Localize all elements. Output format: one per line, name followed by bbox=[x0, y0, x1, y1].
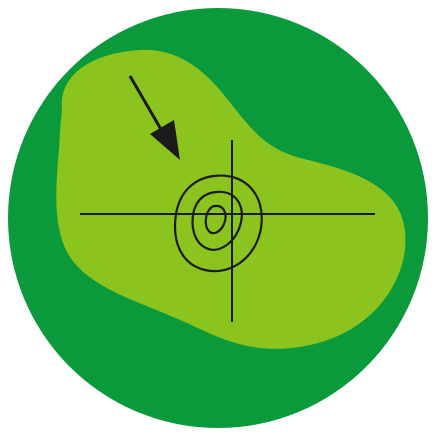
illustration-canvas bbox=[0, 0, 436, 435]
golf-green-target-icon bbox=[0, 0, 436, 435]
